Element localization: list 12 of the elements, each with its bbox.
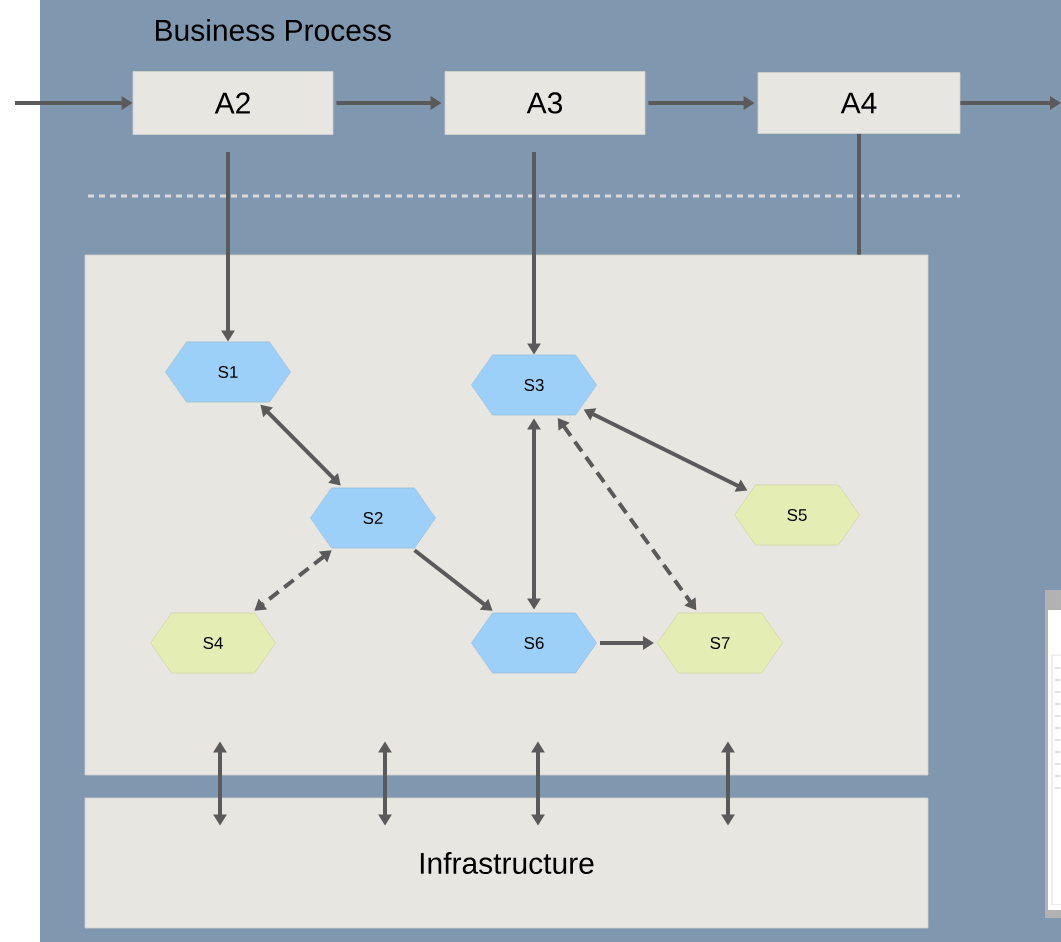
service-hexagon: S7 bbox=[657, 612, 783, 674]
activity-box: A4 bbox=[757, 72, 961, 134]
infrastructure-box: Infrastructure bbox=[84, 797, 929, 929]
service-hexagon: S6 bbox=[471, 612, 597, 674]
service-hexagon: S4 bbox=[150, 612, 276, 674]
service-hexagon: S2 bbox=[310, 487, 436, 549]
service-hexagon: S5 bbox=[734, 484, 860, 546]
activity-box: A2 bbox=[132, 71, 334, 135]
title: Business Process bbox=[156, 19, 391, 41]
service-hexagon: S3 bbox=[471, 354, 597, 416]
activity-box: A3 bbox=[444, 71, 646, 135]
service-hexagon: S1 bbox=[165, 341, 291, 403]
